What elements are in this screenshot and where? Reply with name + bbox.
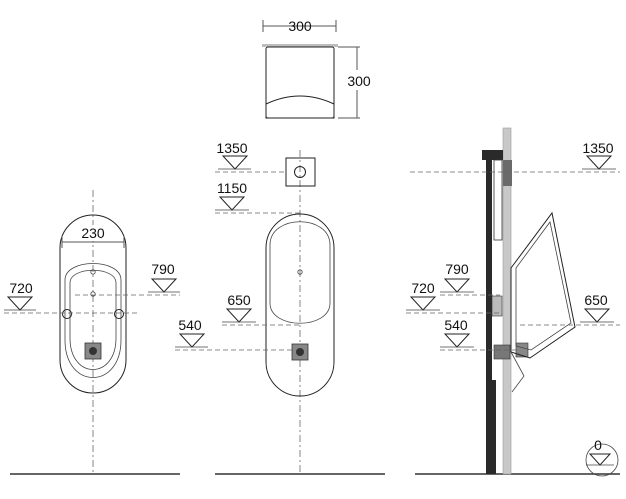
level-marker-720: [6, 296, 34, 311]
top-height-label: 300: [347, 73, 371, 89]
urinal-side-profile: [510, 211, 576, 359]
level-marker-790: [150, 278, 178, 293]
front-width-label: 230: [81, 225, 105, 241]
center-level-1350-label: 1350: [216, 140, 247, 156]
side-level-0-label: 0: [594, 437, 602, 453]
center-view: 1350 1150 650 540: [175, 140, 385, 475]
side-view: 1350 790 720 650 540 0: [406, 127, 620, 477]
side-level-650-label: 650: [584, 292, 608, 308]
top-view: 300 300: [262, 18, 377, 119]
floor-level-circle: [585, 443, 619, 477]
center-level-650-label: 650: [227, 292, 251, 308]
side-level-720-label: 720: [411, 280, 435, 296]
front-level-720-label: 720: [9, 280, 33, 296]
center-level-1150-label: 1150: [217, 180, 247, 196]
side-level-790-label: 790: [445, 261, 469, 277]
center-level-540-label: 540: [178, 317, 202, 333]
side-level-1350-label: 1350: [582, 140, 613, 156]
top-width-label: 300: [288, 18, 312, 34]
side-level-540-label: 540: [444, 317, 468, 333]
front-level-790-label: 790: [151, 261, 175, 277]
front-view: 230 720 790: [4, 190, 180, 475]
mounting-frame: [486, 150, 492, 474]
